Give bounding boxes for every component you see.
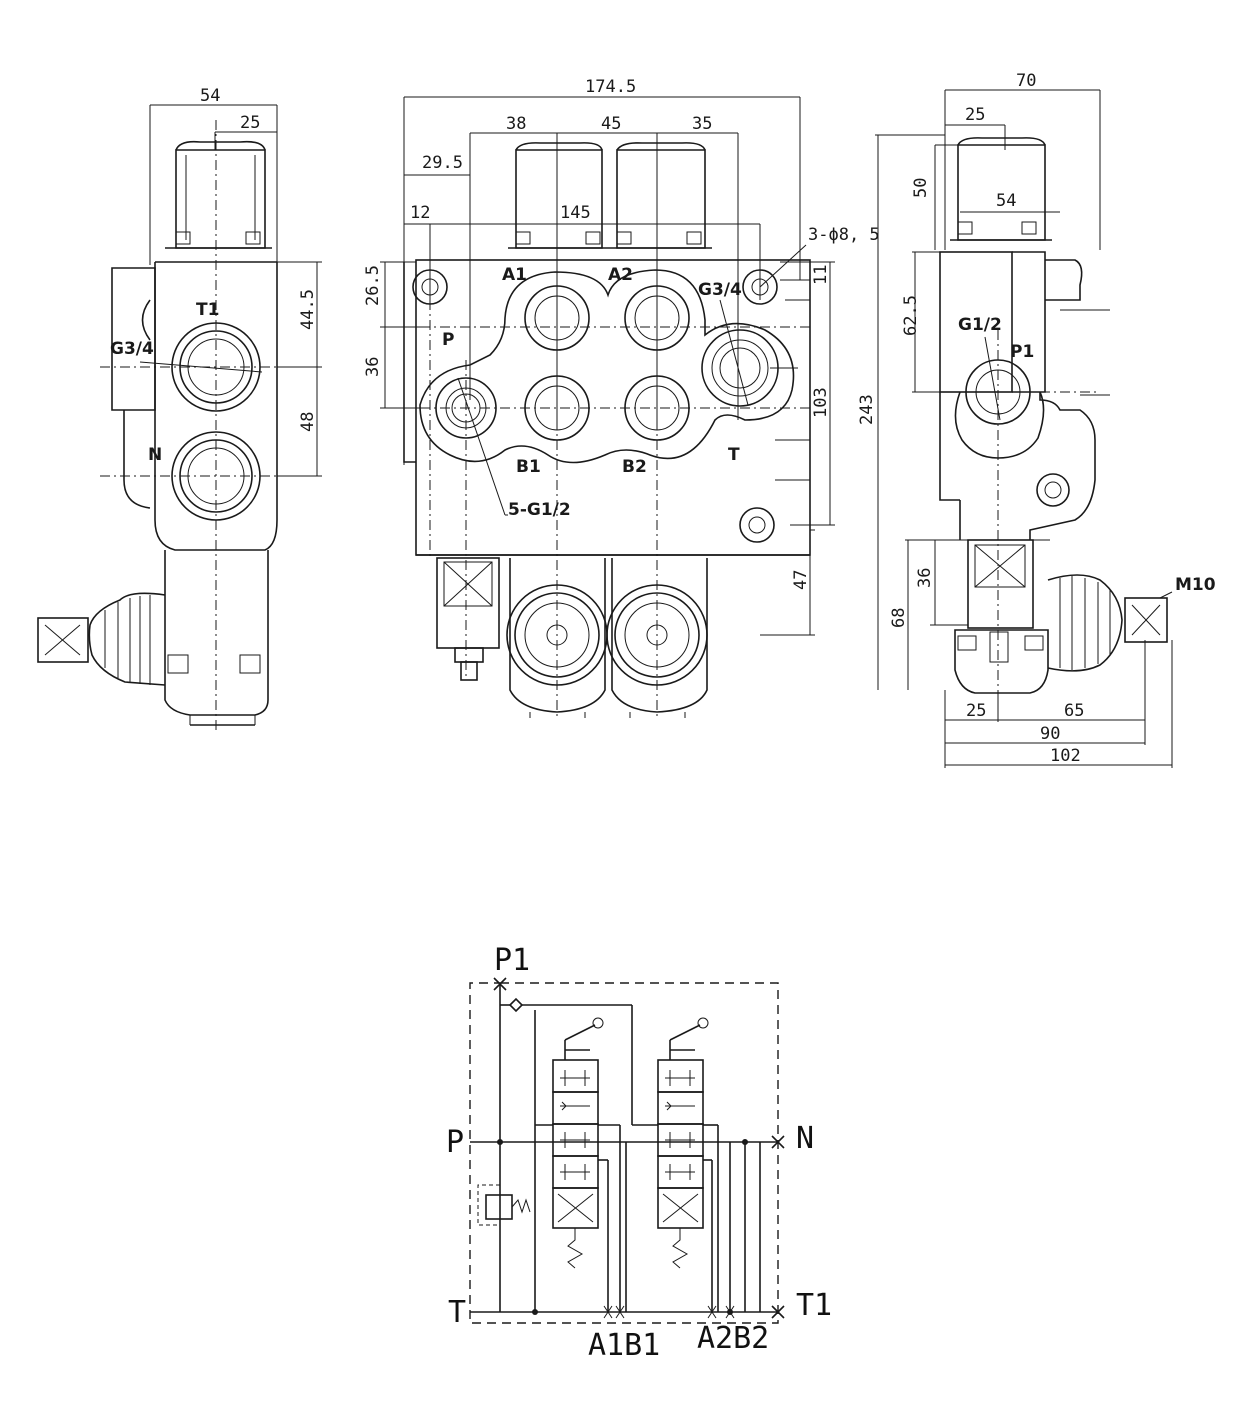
schematic-label-t: T (448, 1295, 466, 1330)
port-label-g12-front: 5-G1/2 (508, 500, 571, 520)
dim-right-h625: 62.5 (901, 295, 921, 336)
dim-right-cap: 25 (965, 105, 985, 125)
dim-right-b102: 102 (1050, 746, 1081, 766)
dim-front-corner: 11 (811, 265, 831, 285)
dim-front-height: 103 (811, 387, 831, 418)
schematic-label-n: N (796, 1121, 814, 1156)
dim-front-pitch1: 38 (506, 114, 526, 134)
front-view: 174.5 38 45 35 29.5 12 145 A1 A2 P B1 (363, 77, 880, 720)
dim-front-top: 26.5 (363, 265, 383, 306)
dim-front-offset: 29.5 (422, 153, 463, 173)
schematic-label-a1b1: A1B1 (588, 1328, 660, 1363)
schematic-label-p1: P1 (494, 943, 530, 978)
dim-right-h68: 68 (889, 608, 909, 628)
dim-front-pitch2: 45 (601, 114, 621, 134)
port-label-g12-right: G1/2 (958, 315, 1002, 335)
dim-right-h50: 50 (911, 178, 931, 198)
left-side-view: 54 25 T1 G3/4 N 44.5 48 (37, 86, 322, 730)
dim-right-w54: 54 (996, 191, 1016, 211)
port-label-g34-left: G3/4 (110, 339, 154, 359)
dim-right-b25: 25 (966, 701, 986, 721)
schematic-label-p: P (446, 1125, 464, 1160)
dim-right-b90: 90 (1040, 724, 1060, 744)
dim-right-b65: 65 (1064, 701, 1084, 721)
port-label-b1: B1 (516, 457, 541, 477)
port-label-n-left: N (148, 445, 162, 465)
port-label-g34-front: G3/4 (698, 280, 742, 300)
schematic-label-t1: T1 (796, 1288, 832, 1323)
port-label-t: T (728, 445, 740, 465)
hydraulic-schematic: P1 P T N T1 A1B1 A2B2 (446, 943, 832, 1363)
dim-left-height-upper: 44.5 (298, 289, 318, 330)
dim-front-span: 145 (560, 203, 591, 223)
dim-right-m10: M10 (1175, 575, 1216, 595)
port-label-t1-left: T1 (196, 300, 219, 320)
right-side-view: 70 25 50 54 G1/2 P1 243 (857, 71, 1216, 768)
dim-right-top: 70 (1016, 71, 1036, 91)
dim-right-h36: 36 (915, 568, 935, 588)
port-label-p: P (442, 330, 454, 350)
dim-front-pitch3: 35 (692, 114, 712, 134)
port-label-p1-right: P1 (1010, 342, 1034, 362)
dim-front-edge: 12 (410, 203, 430, 223)
dim-front-holes: 3-ϕ8, 5 (808, 225, 880, 245)
port-label-a2: A2 (608, 265, 633, 285)
dim-front-mid: 36 (363, 357, 383, 377)
port-label-b2: B2 (622, 457, 647, 477)
dim-front-lever: 47 (791, 570, 811, 590)
dim-left-cap: 25 (240, 113, 260, 133)
dim-right-total: 243 (857, 394, 877, 425)
dim-left-height-lower: 48 (298, 412, 318, 432)
dim-left-width: 54 (200, 86, 220, 106)
port-label-a1: A1 (502, 265, 527, 285)
dim-front-overall: 174.5 (585, 77, 636, 97)
schematic-label-a2b2: A2B2 (697, 1321, 769, 1356)
